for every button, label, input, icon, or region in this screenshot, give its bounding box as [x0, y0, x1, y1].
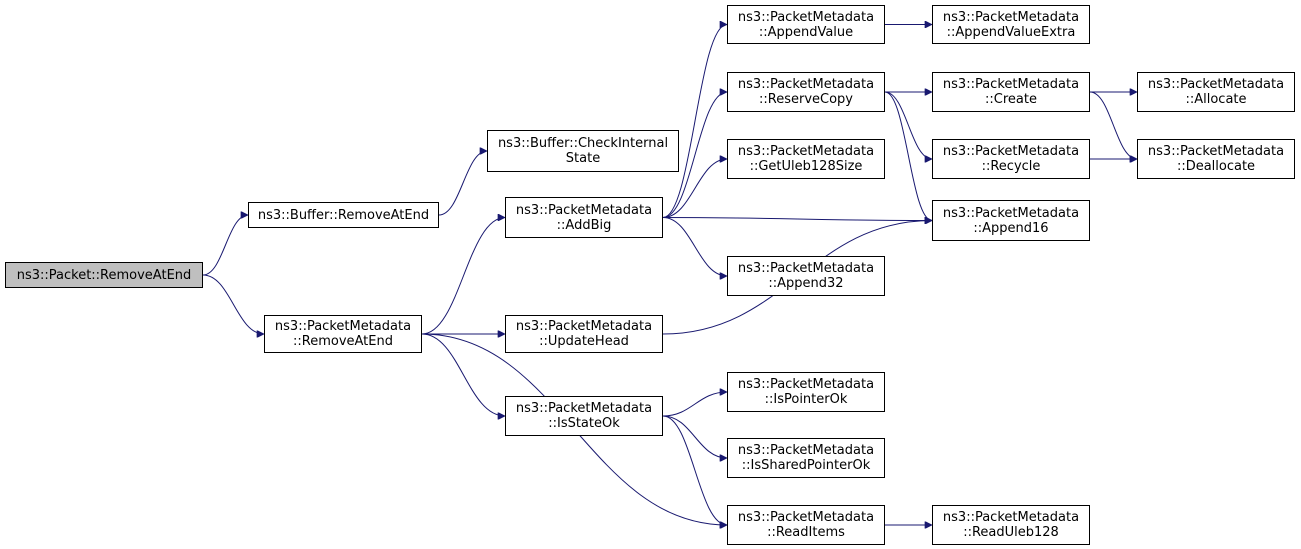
node-label-line: ::GetUleb128Size — [749, 159, 863, 174]
node-label-line: ns3::PacketMetadata — [1147, 77, 1285, 92]
node-label-line: ::IsSharedPointerOk — [741, 458, 871, 473]
node-pm-appendvalueextra[interactable]: ns3::PacketMetadata::AppendValueExtra — [932, 5, 1090, 44]
node-label-line: ::UpdateHead — [539, 334, 629, 349]
edge-pm-isstateok-to-pm-issharedpointerok — [662, 415, 727, 458]
node-label-line: ::AppendValue — [758, 24, 854, 40]
node-pm-updatehead[interactable]: ns3::PacketMetadata::UpdateHead — [505, 315, 663, 353]
node-label-line: ns3::PacketMetadata — [942, 510, 1080, 525]
node-label-line: State — [565, 151, 601, 166]
node-pm-readitems[interactable]: ns3::PacketMetadata::ReadItems — [727, 505, 885, 545]
node-label-line: ::Append16 — [973, 220, 1049, 236]
edge-pm-isstateok-to-pm-readitems — [662, 415, 727, 525]
node-pm-isstateok[interactable]: ns3::PacketMetadata::IsStateOk — [505, 396, 663, 436]
node-label-line: ::Allocate — [1185, 92, 1247, 107]
node-pm-recycle[interactable]: ns3::PacketMetadata::Recycle — [932, 139, 1090, 179]
node-label-line: ns3::PacketMetadata — [737, 443, 875, 458]
node-pm-ispointerok[interactable]: ns3::PacketMetadata::IsPointerOk — [727, 372, 885, 412]
node-label-line: ns3::PacketMetadata — [737, 261, 875, 276]
node-label-line: ns3::Buffer::CheckInternal — [497, 136, 669, 151]
node-label-line: ns3::PacketMetadata — [942, 144, 1080, 159]
node-label-line: ns3::Buffer::RemoveAtEnd — [257, 207, 430, 223]
node-label-line: ns3::PacketMetadata — [515, 401, 653, 416]
edge-pm-removeatend-to-pm-isstateok — [421, 333, 505, 416]
node-buffer-removeatend[interactable]: ns3::Buffer::RemoveAtEnd — [248, 202, 439, 228]
node-label-line: ns3::PacketMetadata — [1147, 144, 1285, 159]
edge-pm-addbig-to-pm-reservecopy — [662, 92, 727, 218]
node-label-line: ::RemoveAtEnd — [293, 334, 393, 349]
node-pm-getuleb128size[interactable]: ns3::PacketMetadata::GetUleb128Size — [727, 139, 885, 179]
edge-pm-reservecopy-to-pm-append16 — [884, 91, 932, 221]
node-pm-reservecopy[interactable]: ns3::PacketMetadata::ReserveCopy — [727, 72, 885, 112]
node-label-line: ns3::PacketMetadata — [515, 202, 653, 218]
node-pm-allocate[interactable]: ns3::PacketMetadata::Allocate — [1137, 72, 1295, 112]
edge-packet-removeatend-to-pm-removeatend — [202, 274, 264, 334]
node-label-line: ns3::PacketMetadata — [737, 144, 875, 159]
edge-pm-addbig-to-pm-getuleb128size — [662, 159, 727, 218]
node-label-line: ns3::PacketMetadata — [515, 319, 653, 334]
node-label-line: ::Create — [985, 92, 1037, 107]
node-label-line: ::IsStateOk — [548, 416, 620, 431]
edge-pm-removeatend-to-pm-addbig — [421, 218, 505, 335]
node-label-line: ::Append32 — [768, 276, 844, 291]
node-label-line: ::Recycle — [981, 159, 1041, 174]
edge-pm-addbig-to-pm-append32 — [662, 217, 727, 277]
node-label-line: ::AddBig — [556, 217, 612, 233]
node-label-line: ns3::PacketMetadata — [274, 319, 412, 334]
node-pm-addbig[interactable]: ns3::PacketMetadata::AddBig — [505, 197, 663, 238]
node-pm-issharedpointerok[interactable]: ns3::PacketMetadata::IsSharedPointerOk — [727, 438, 885, 478]
node-label-line: ::ReserveCopy — [759, 92, 853, 107]
edge-pm-addbig-to-pm-append16 — [662, 218, 932, 221]
node-pm-append32[interactable]: ns3::PacketMetadata::Append32 — [727, 256, 885, 296]
node-label-line: ns3::Packet::RemoveAtEnd — [16, 267, 192, 283]
node-label-line: ns3::PacketMetadata — [737, 9, 875, 25]
node-label-line: ::ReadUleb128 — [963, 525, 1059, 540]
edge-pm-reservecopy-to-pm-recycle — [884, 91, 932, 159]
edge-pm-create-to-pm-deallocate — [1089, 91, 1137, 159]
node-label-line: ::ReadItems — [767, 525, 845, 540]
node-pm-readuleb128[interactable]: ns3::PacketMetadata::ReadUleb128 — [932, 505, 1090, 545]
edge-pm-addbig-to-pm-appendvalue — [662, 25, 727, 218]
node-label-line: ns3::PacketMetadata — [737, 510, 875, 525]
node-pm-append16[interactable]: ns3::PacketMetadata::Append16 — [932, 200, 1090, 241]
node-pm-deallocate[interactable]: ns3::PacketMetadata::Deallocate — [1137, 139, 1295, 179]
edge-pm-isstateok-to-pm-ispointerok — [662, 392, 727, 417]
edge-packet-removeatend-to-buffer-removeatend — [202, 215, 248, 276]
node-pm-appendvalue[interactable]: ns3::PacketMetadata::AppendValue — [727, 5, 885, 44]
node-label-line: ::IsPointerOk — [764, 392, 848, 407]
node-label-line: ns3::PacketMetadata — [942, 77, 1080, 92]
node-label-line: ns3::PacketMetadata — [737, 377, 875, 392]
node-pm-create[interactable]: ns3::PacketMetadata::Create — [932, 72, 1090, 112]
node-label-line: ::AppendValueExtra — [946, 24, 1076, 40]
node-label-line: ns3::PacketMetadata — [942, 205, 1080, 221]
node-pm-removeatend[interactable]: ns3::PacketMetadata::RemoveAtEnd — [264, 315, 422, 353]
node-packet-removeatend: ns3::Packet::RemoveAtEnd — [5, 262, 203, 288]
node-label-line: ns3::PacketMetadata — [737, 77, 875, 92]
node-label-line: ns3::PacketMetadata — [942, 9, 1080, 25]
node-label-line: ::Deallocate — [1176, 159, 1256, 174]
edge-buffer-removeatend-to-buffer-checkinternalstate — [438, 151, 487, 216]
